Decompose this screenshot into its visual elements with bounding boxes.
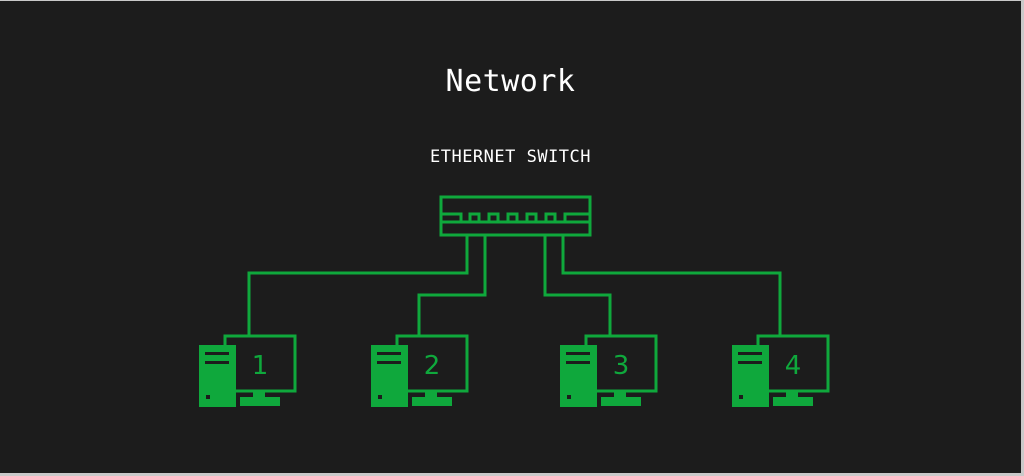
power-led bbox=[378, 395, 382, 399]
computer-2: 2 bbox=[371, 334, 469, 407]
drive-bay-2 bbox=[738, 361, 762, 364]
tower-icon bbox=[560, 345, 597, 407]
tower-icon bbox=[732, 345, 769, 407]
computer-label: 1 bbox=[252, 351, 269, 381]
drive-bay-2 bbox=[566, 361, 590, 364]
cable-3 bbox=[543, 235, 612, 336]
computer-label: 2 bbox=[424, 351, 441, 381]
monitor-base bbox=[412, 397, 452, 406]
monitor-base bbox=[240, 397, 280, 406]
power-led bbox=[206, 395, 210, 399]
power-led bbox=[567, 395, 571, 399]
computer-3: 3 bbox=[560, 334, 658, 407]
monitor-base bbox=[773, 397, 813, 406]
drive-bay-2 bbox=[377, 361, 401, 364]
cable-4 bbox=[561, 235, 782, 336]
computer-label: 3 bbox=[613, 351, 630, 381]
monitor-stand bbox=[614, 391, 626, 397]
monitor-stand bbox=[253, 391, 265, 397]
diagram-title: Network bbox=[445, 64, 576, 99]
tower-icon bbox=[371, 345, 408, 407]
network-cables bbox=[247, 235, 782, 336]
tower-icon bbox=[199, 345, 236, 407]
drive-bay-2 bbox=[205, 361, 229, 364]
cable-2 bbox=[417, 235, 487, 336]
monitor-base bbox=[601, 397, 641, 406]
cable-1 bbox=[247, 235, 469, 336]
computer-1: 1 bbox=[199, 334, 297, 407]
drive-bay-1 bbox=[377, 352, 401, 355]
computer-label: 4 bbox=[785, 351, 802, 381]
drive-bay-1 bbox=[738, 352, 762, 355]
monitor-stand bbox=[425, 391, 437, 397]
computer-4: 4 bbox=[732, 334, 830, 407]
power-led bbox=[739, 395, 743, 399]
drive-bay-1 bbox=[205, 352, 229, 355]
switch-label: ETHERNET SWITCH bbox=[429, 147, 592, 167]
ethernet-switch-icon bbox=[439, 195, 592, 237]
monitor-stand bbox=[786, 391, 798, 397]
drive-bay-1 bbox=[566, 352, 590, 355]
